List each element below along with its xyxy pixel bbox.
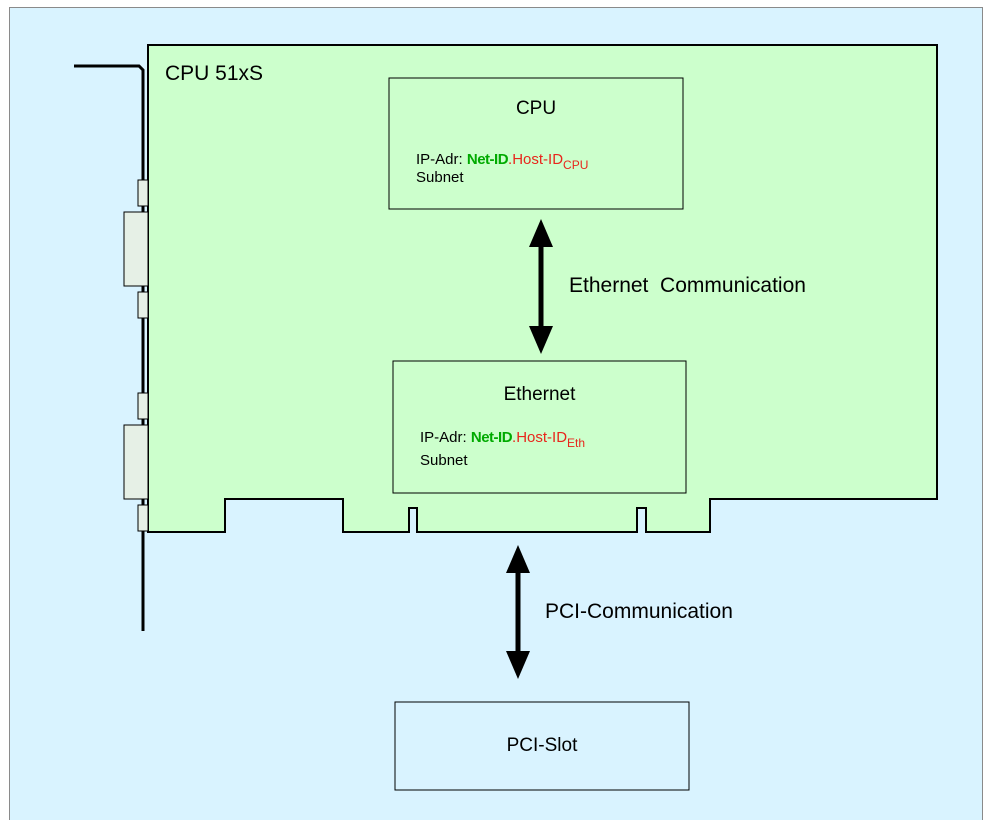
pci-slot-label: PCI-Slot xyxy=(506,735,578,756)
cpu-host-sub: CPU xyxy=(563,158,589,172)
bracket-connector-1 xyxy=(137,179,149,207)
eth-ip-address: IP-Adr: Net-ID.Host-IDEth xyxy=(420,429,585,452)
mounting-bracket xyxy=(74,64,145,631)
eth-host-id: Host-ID xyxy=(516,429,568,446)
bracket-connector-3 xyxy=(137,291,149,319)
eth-host-sub: Eth xyxy=(567,436,586,450)
ethernet-box xyxy=(392,360,687,494)
cpu-box xyxy=(388,77,684,210)
ethernet-arrow xyxy=(529,219,553,354)
eth-ip-label: IP-Adr: xyxy=(420,429,467,446)
bracket-connector-2 xyxy=(123,211,149,287)
bracket-connector-5 xyxy=(123,424,149,500)
pci-communication-label: PCI-Communication xyxy=(545,600,733,623)
ethernet-communication-label: Ethernet Communication xyxy=(569,274,806,297)
cpu-dot: . xyxy=(508,151,513,168)
ethernet-box-title: Ethernet xyxy=(503,384,576,405)
eth-net-id: Net-ID xyxy=(470,429,513,446)
pci-slot-box xyxy=(394,701,690,791)
cpu-ip-address: IP-Adr: Net-ID.Host-IDCPU xyxy=(416,151,588,174)
cpu-subnet-label: Subnet xyxy=(416,169,464,186)
eth-subnet-label: Subnet xyxy=(420,452,468,469)
cpu-net-id: Net-ID xyxy=(466,151,509,168)
bracket-connector-6 xyxy=(137,504,149,532)
bracket-connector-4 xyxy=(137,392,149,420)
cpu-host-id: Host-ID xyxy=(512,151,564,168)
board-title: CPU 51xS xyxy=(165,62,264,85)
cpu-ip-label: IP-Adr: xyxy=(416,151,463,168)
cpu-box-title: CPU xyxy=(515,98,557,119)
pci-arrow xyxy=(506,545,530,679)
eth-dot: . xyxy=(512,429,517,446)
